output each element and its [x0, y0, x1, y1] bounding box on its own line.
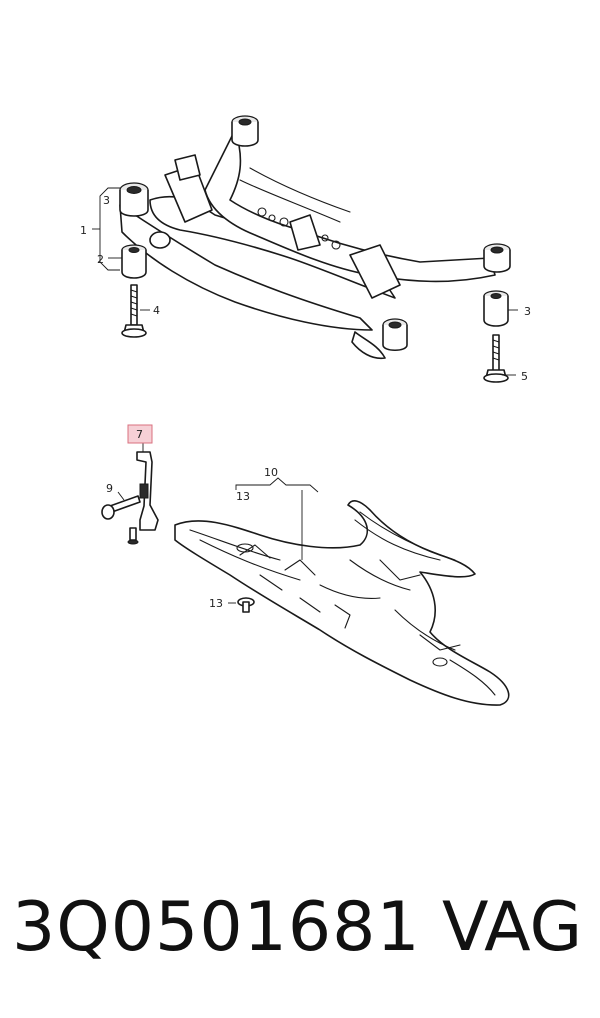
clip-part-13: [228, 597, 255, 613]
rubber-mount-right: [483, 290, 509, 327]
bolt-part-9: [101, 491, 141, 520]
exploded-parts-diagram: 1 3 2 4 3 5 7 9 10 13 13: [80, 115, 531, 706]
callout-13-bottom: 13: [209, 597, 223, 610]
bolt-left: [121, 284, 147, 338]
callout-7: 7: [136, 428, 143, 441]
clip-below-bracket: [127, 527, 139, 545]
part-number: 3Q0501681: [12, 888, 421, 967]
callout-10: 10: [264, 466, 278, 479]
rubber-mount-left: [121, 244, 147, 279]
callout-7-highlight: [127, 424, 153, 444]
rear-subframe: [119, 115, 511, 360]
callout-4: 4: [153, 304, 160, 317]
callout-3-right: 3: [524, 305, 531, 318]
callout-2: 2: [97, 253, 104, 266]
callout-5: 5: [521, 370, 528, 383]
callout-3-left: 3: [103, 194, 110, 207]
bolt-right: [483, 334, 509, 383]
callout-9: 9: [106, 482, 113, 495]
brand-label: VAG: [442, 888, 583, 967]
callout-13-top: 13: [236, 490, 250, 503]
callout-1: 1: [80, 224, 87, 237]
underbody-trim-panel: [174, 500, 510, 706]
leader-lines-bottom: [235, 477, 319, 560]
bracket-part-7: [136, 442, 159, 531]
leader-lines-top: [92, 187, 518, 376]
